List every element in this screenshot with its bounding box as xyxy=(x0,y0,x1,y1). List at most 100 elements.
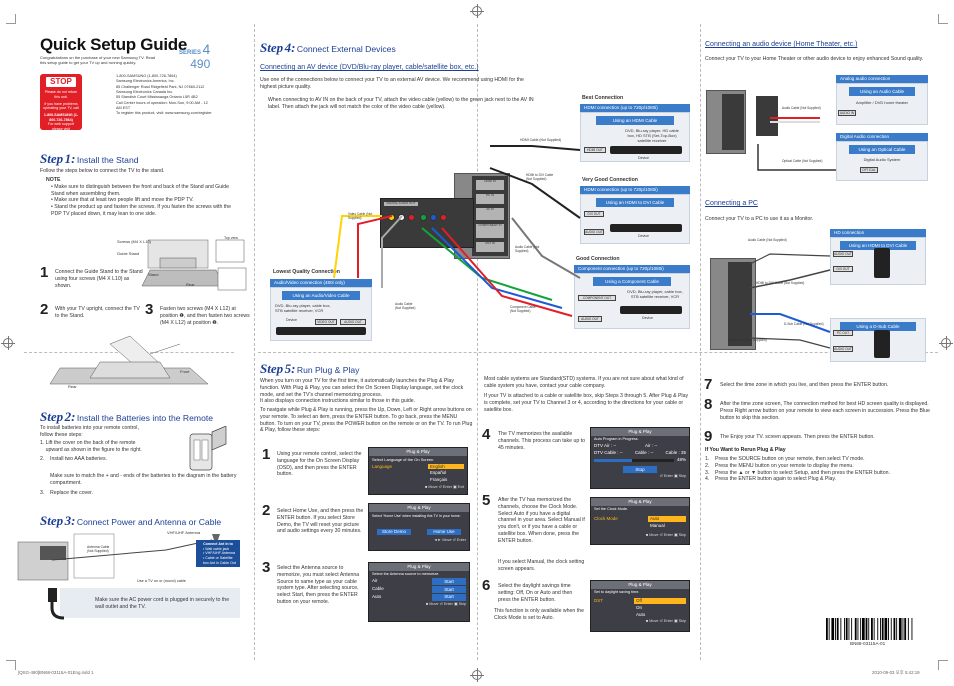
step5-p3: To navigate while Plug & Play is running… xyxy=(260,407,473,434)
step5-note-b: If your TV is attached to a cable or sat… xyxy=(484,393,689,413)
barcode-bar xyxy=(873,618,875,640)
tv-port-av: AV IN xyxy=(476,207,504,220)
barcode-bar xyxy=(907,618,909,640)
menu-title: Plug & Play xyxy=(591,428,689,436)
series-label: SERIES xyxy=(179,50,202,56)
stop-line: For web support please visit xyxy=(48,122,74,132)
guide-stand-label: Guide Stand xyxy=(117,251,140,256)
very-good-box: Using an HDMI to DVI Cable xyxy=(580,194,690,244)
step-number: 2 xyxy=(40,301,49,318)
menu-title: Plug & Play xyxy=(369,448,467,456)
step-number: 6 xyxy=(482,577,491,594)
step2-heading: Step 2: Install the Batteries into the R… xyxy=(40,409,214,424)
barcode-bar xyxy=(902,618,904,640)
menu-footer: ■ Move ⏎ Enter ▣ Skip xyxy=(645,533,686,538)
antenna-diagram xyxy=(17,533,220,581)
menu-option[interactable]: English xyxy=(428,463,464,470)
start-button[interactable]: Start xyxy=(432,578,466,586)
pc-hdmi-cable-label: HDMI to DVI Cable (Not Supplied) xyxy=(756,281,805,285)
store-demo-button[interactable]: Store Demo xyxy=(377,528,411,536)
step2-desc: To install batteries into your remote co… xyxy=(40,425,139,438)
video-out-port: VIDEO OUT xyxy=(315,319,337,326)
remote-battery-illustration xyxy=(189,426,227,471)
ant-in-item: Cable or Satellite box Ant in Cable Out xyxy=(203,556,238,565)
menu-footer: ◄► Move ⏎ Enter xyxy=(433,538,466,543)
rerun-item: Press the ▲ or ▼ button to select Setup,… xyxy=(715,469,890,476)
menu-option[interactable]: Français xyxy=(430,477,448,483)
start-button[interactable]: Start xyxy=(432,586,466,593)
lowest-bar: Audio/Video connection (480i only) xyxy=(270,279,372,287)
menu-option[interactable]: Manual xyxy=(650,523,665,529)
rear-label: Rear xyxy=(186,282,195,287)
barcode-bar xyxy=(831,618,835,640)
menu-option[interactable]: Auto xyxy=(636,611,646,617)
start-button[interactable]: Start xyxy=(432,593,466,601)
instruction: After the TV has memorized the channels,… xyxy=(498,497,585,544)
menu-dst: Plug & Play Set to daylight saving time.… xyxy=(590,580,690,632)
contact-line: Call Center hours of operation: Mon-Sun,… xyxy=(116,100,208,110)
ant-in-title: Connect Ant In to xyxy=(203,542,233,546)
hdmi-out-port: HDMI OUT xyxy=(584,147,606,154)
step4-heading: Step 4: Connect External Devices xyxy=(260,40,396,55)
crop-mark xyxy=(6,660,16,670)
cable-drawing xyxy=(333,145,581,317)
step-title: Connect External Devices xyxy=(296,44,396,54)
stop-line: Please do not return this unit. xyxy=(44,90,78,100)
av-desc: Use one of the connections below to conn… xyxy=(260,77,524,90)
pc-tower-icon xyxy=(874,248,890,278)
step-number: 5 xyxy=(284,361,292,376)
contact-info: 1-800-SAMSUNG (1-800-726-7864) Samsung E… xyxy=(116,74,212,117)
menu-row-label: Language xyxy=(372,463,393,469)
barcode-bar xyxy=(877,618,879,640)
barcode-bar xyxy=(860,618,862,640)
device-label: Device xyxy=(286,318,297,322)
menu-option[interactable]: Español xyxy=(430,470,447,476)
barcode-bar xyxy=(888,618,889,640)
audio-heading: Connecting an audio device (Home Theater… xyxy=(705,41,858,48)
pc-dvi-out: DVI OUT xyxy=(833,266,853,273)
stand-diagram xyxy=(141,239,247,291)
pc-audio-cable-label: Audio Cable (Not Supplied) xyxy=(748,238,787,242)
tv-port-ant: ANT IN xyxy=(476,241,504,252)
instruction: After the time zone screen, The connecti… xyxy=(720,401,930,421)
contact-line: 1-800-SAMSUNG (1-800-726-7864) xyxy=(116,74,177,78)
menu-row-label: Clock Mode xyxy=(594,516,618,522)
rerun-item: Press the SOURCE button on your remote, … xyxy=(715,456,865,462)
step-number: 2 xyxy=(64,409,72,424)
menu-option[interactable]: On xyxy=(636,605,643,611)
progress-percent: 48% xyxy=(676,457,686,463)
pc-dsub-sub: Using a D-Sub Cable xyxy=(840,322,916,331)
tv-port-hdmi: HDMI IN xyxy=(476,179,504,190)
menu-auto-program: Plug & Play Auto Program in Progress. DT… xyxy=(590,427,690,489)
program-status: DTV Air : -- xyxy=(594,443,617,449)
menu-option[interactable]: Auto xyxy=(648,516,686,523)
component-pr-jack xyxy=(440,214,447,221)
menu-label: Select the Antenna source to memorize. xyxy=(372,571,440,576)
barcode-bar xyxy=(865,618,868,640)
barcode-bar xyxy=(854,618,857,640)
menu-option[interactable]: Off xyxy=(634,598,686,605)
ant-in-item: VHF/UHF Antenna xyxy=(203,551,238,556)
step-number: 2 xyxy=(262,502,271,519)
home-use-button[interactable]: Home Use xyxy=(427,528,461,536)
component-cable-label: Component Cable (Not Supplied) xyxy=(510,305,536,314)
top-view-label: Top view xyxy=(224,236,238,240)
contact-line: 55 Standish Court Mississauga Ontario L5… xyxy=(116,95,198,100)
step5-intro: When you turn on your TV for the first t… xyxy=(260,378,474,434)
intro-text: Congratulations on the purchase of your … xyxy=(40,55,156,66)
list-item: Replace the cover. xyxy=(50,490,93,496)
rerun-item: Press the MENU button on your remote to … xyxy=(715,462,854,469)
stop-button[interactable]: Stop xyxy=(623,466,657,474)
instruction: The TV memorizes the available channels.… xyxy=(498,431,585,451)
barcode-bar xyxy=(835,618,836,640)
good-sub: Using a Component Cable xyxy=(593,277,671,286)
device-box xyxy=(276,327,366,335)
menu-row-label: Air xyxy=(372,578,378,584)
tv-port-strip xyxy=(728,262,752,346)
pc-hdmi-sub: Using an HDMI to DVI Cable xyxy=(840,241,916,250)
step-word: Step xyxy=(40,513,64,528)
best-device: DVD, Blu-ray player, HD cable box, HD ST… xyxy=(625,127,679,144)
tv-port-digital-audio: DIGITAL AUDIO OUT xyxy=(384,201,418,206)
stop-title: STOP xyxy=(46,77,76,88)
header: Quick Setup Guide xyxy=(40,34,187,56)
